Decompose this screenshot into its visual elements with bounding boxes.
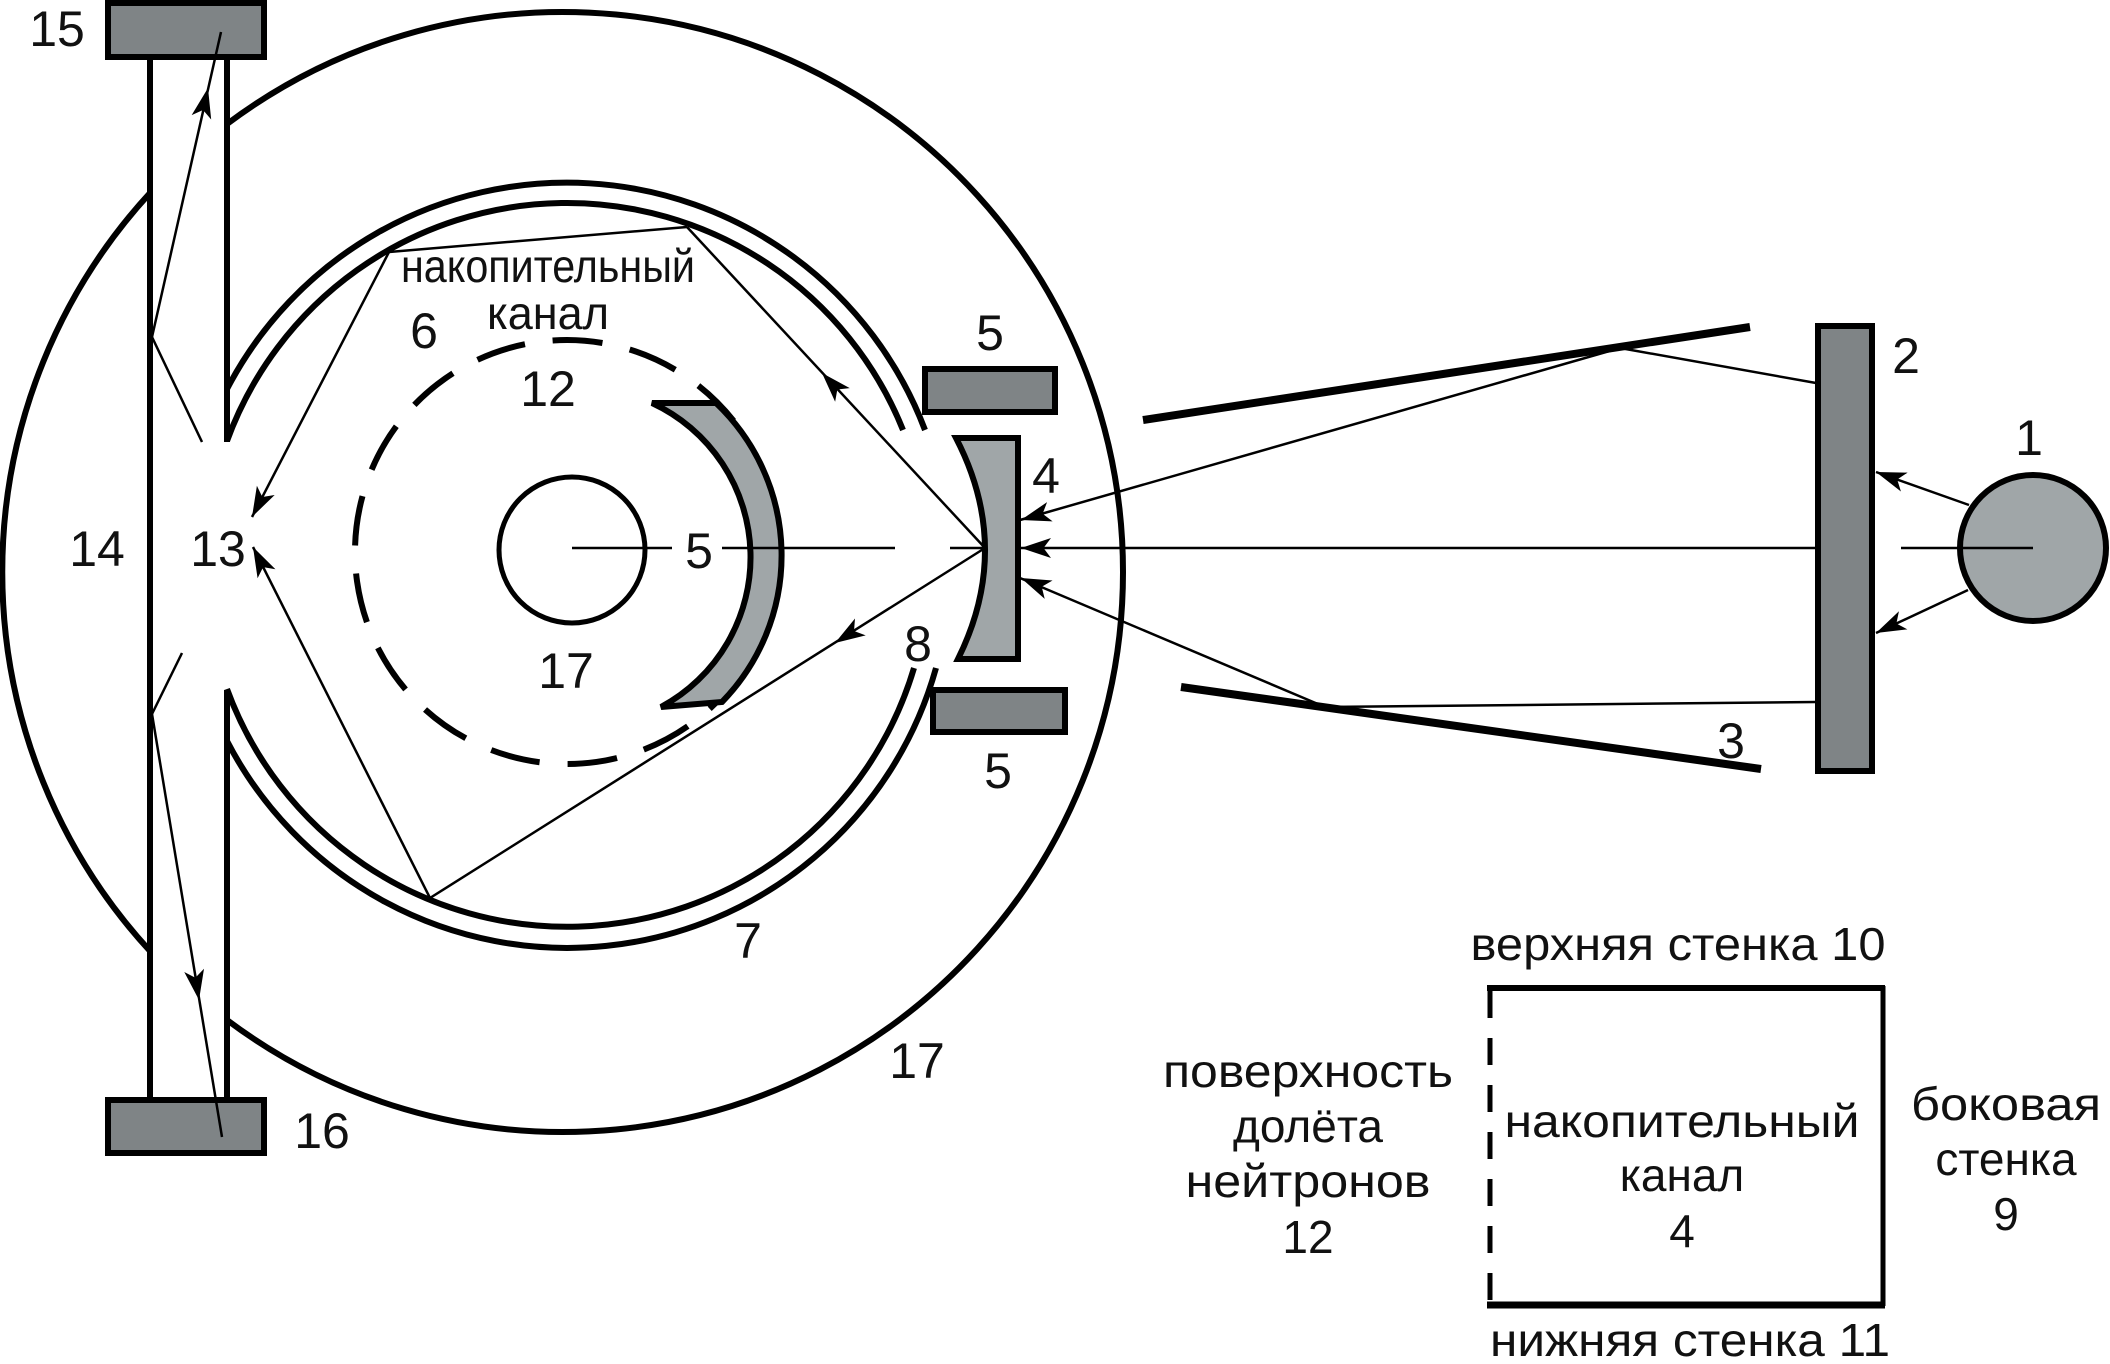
- arrowhead-icon: [184, 968, 205, 1000]
- label-12: 12: [520, 361, 576, 417]
- label-6: 6: [410, 303, 438, 359]
- ray-tube-upper-a: [150, 336, 204, 443]
- ring-inner-top-arc: [224, 200, 906, 443]
- legend-surface-line1: поверхность: [1163, 1045, 1453, 1097]
- legend-bottom-wall-label: нижняя стенка 11: [1490, 1314, 1890, 1364]
- storage-ring-wall: [224, 179, 939, 951]
- legend-channel-line1: накопительный: [1505, 1095, 1860, 1147]
- ray-tube-upper-b: [150, 31, 223, 338]
- legend-side-wall-line2: стенка: [1935, 1133, 2077, 1185]
- ray-bottom-reflect: [1019, 576, 1326, 709]
- label-17-inner: 17: [538, 643, 594, 699]
- outer-vessel-right-arc: [225, 9, 1126, 1135]
- arrowhead-icon: [1021, 502, 1053, 522]
- label-15: 15: [29, 1, 85, 57]
- ray-to-13-lower: [251, 546, 432, 899]
- block-5-top: [922, 366, 1058, 415]
- legend-box: [1487, 985, 1886, 1309]
- arrowhead-icon: [1876, 472, 1908, 492]
- detector-15: [105, 0, 267, 60]
- legend-channel-line2: канал: [1620, 1149, 1745, 1201]
- legend-text: верхняя стенка 10 нижняя стенка 11 повер…: [1163, 918, 2101, 1364]
- label-5-top: 5: [976, 305, 1004, 361]
- extraction-tube: [147, 57, 230, 1098]
- arrowhead-icon: [1876, 611, 1908, 633]
- label-2: 2: [1892, 328, 1920, 384]
- ray-top-reflect: [1019, 346, 1621, 522]
- label-14: 14: [69, 521, 125, 577]
- ray-tube-lower-a: [150, 652, 184, 715]
- legend-surface-line2: долёта: [1233, 1100, 1383, 1152]
- legend-surface-line4: 12: [1282, 1211, 1333, 1263]
- detector-16: [105, 1097, 267, 1156]
- label-channel-line1: накопительный: [401, 240, 695, 292]
- label-7: 7: [734, 913, 762, 969]
- arrowhead-icon: [1021, 538, 1051, 558]
- ray-tube-lower-b: [150, 713, 224, 1138]
- converter-plate-2: [1815, 323, 1875, 774]
- label-16: 16: [294, 1103, 350, 1159]
- ring-inner-bottom-arc: [224, 667, 917, 930]
- arrowhead-icon: [1021, 578, 1053, 599]
- block-5-bottom: [930, 687, 1068, 735]
- arrowhead-icon: [252, 485, 275, 517]
- label-13: 13: [190, 521, 246, 577]
- outer-vessel: [0, 9, 1126, 1135]
- ring-outer-bottom-arc: [224, 667, 939, 951]
- legend-surface-line3: нейтронов: [1186, 1155, 1431, 1207]
- guide-plate-top: [1142, 323, 1751, 424]
- label-4: 4: [1032, 448, 1060, 504]
- arrowhead-icon: [191, 88, 212, 120]
- label-channel-line2: канал: [487, 287, 609, 339]
- arrowheads: [184, 88, 1908, 1000]
- label-17-outer: 17: [889, 1033, 945, 1089]
- ray-plate-bottom: [1324, 700, 1817, 709]
- legend-channel-line3: 4: [1669, 1205, 1695, 1257]
- outer-vessel-left-arc: [0, 190, 153, 954]
- neutron-rays: [150, 31, 2033, 1138]
- legend-side-wall-line1: боковая: [1911, 1078, 2101, 1130]
- label-8: 8: [904, 616, 932, 672]
- crescent-mirror-6: [650, 400, 785, 710]
- legend-side-wall-line3: 9: [1993, 1188, 2019, 1240]
- label-5-bottom: 5: [984, 743, 1012, 799]
- ray-top-chord: [388, 225, 688, 254]
- ray-to-13-upper: [250, 251, 391, 518]
- label-5-center: 5: [685, 523, 713, 579]
- label-1: 1: [2015, 410, 2043, 466]
- ray-mirror-down: [429, 546, 986, 900]
- mirror-4: [951, 435, 1021, 662]
- label-3: 3: [1717, 713, 1745, 769]
- ring-outer-top-arc: [224, 179, 928, 432]
- arrowhead-icon: [822, 373, 850, 402]
- ray-plate-top: [1619, 346, 1817, 385]
- inner-circle: [496, 474, 648, 626]
- guide-plate-bottom: [1180, 683, 1762, 773]
- arrowhead-icon: [253, 547, 276, 579]
- legend-top-wall-label: верхняя стенка 10: [1471, 918, 1886, 970]
- arrowhead-icon: [835, 618, 866, 643]
- labels: 15 14 13 16 6 12 5 17 5 5 4 8 7 17 2 1 3…: [29, 1, 2043, 1159]
